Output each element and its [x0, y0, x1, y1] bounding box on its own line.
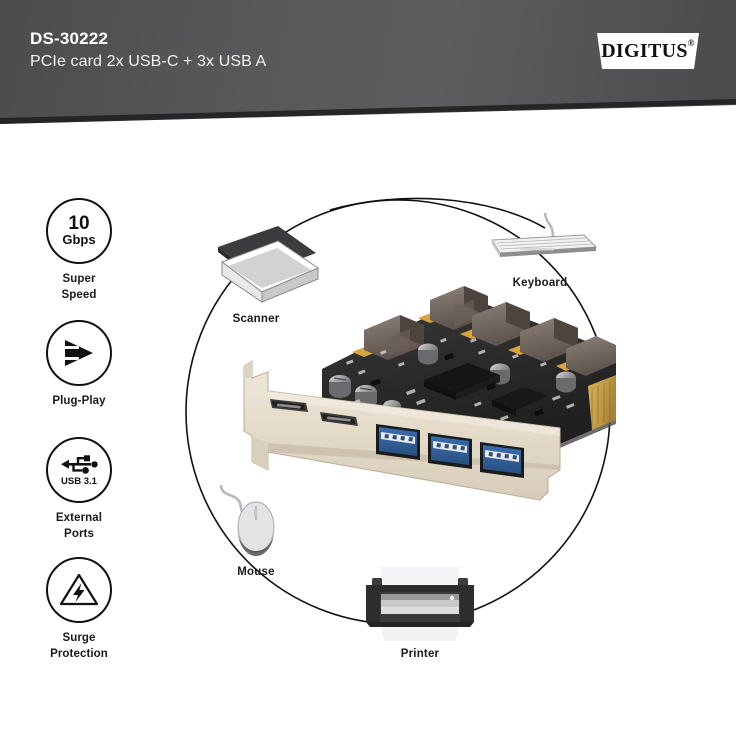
usb-c-port-1 — [270, 399, 308, 412]
surge-warning-glyph — [59, 573, 99, 606]
digitus-logo: DIGITUS® — [597, 33, 699, 69]
usb-c-port-2 — [320, 412, 358, 426]
feature-label-line2: Ports — [64, 527, 94, 540]
connection-ring — [185, 199, 611, 625]
pcb-chips — [424, 363, 548, 416]
mounting-bracket — [243, 360, 561, 501]
feature-label-line1: External — [55, 512, 103, 524]
usb-a-port-1 — [376, 424, 420, 460]
feature-super-speed: 10 Gbps Super Speed — [24, 198, 134, 303]
pcb-smd-dark — [370, 352, 545, 429]
pcb-board — [322, 297, 616, 459]
surge-warning-icon — [46, 557, 112, 623]
plug-play-arrow-icon — [46, 320, 112, 386]
speed-unit: Gbps — [62, 232, 96, 248]
keyboard-body — [491, 212, 598, 257]
printer-body — [366, 567, 474, 641]
feature-label-line1: Plug-Play — [52, 395, 106, 407]
pcb-smd-components — [338, 337, 575, 421]
page-subtitle: PCIe card 2x USB-C + 3x USB A — [30, 53, 267, 70]
printer-label: Printer — [400, 648, 440, 660]
feature-label-line1: Super — [62, 273, 96, 285]
keyboard-label: Keyboard — [512, 277, 568, 289]
scanner-label: Scanner — [232, 313, 280, 325]
mouse-label: Mouse — [237, 566, 275, 578]
feature-label-line1: Surge — [62, 632, 96, 644]
mouse-body — [219, 484, 275, 556]
logo-wordmark: DIGITUS — [601, 40, 688, 62]
pcb-capacitors — [329, 343, 576, 445]
pcie-gold-connector — [588, 375, 616, 430]
feature-external-ports: USB 3.1 External Ports — [24, 437, 134, 542]
feature-surge-protection: Surge Protection — [24, 557, 134, 662]
usb-version-label: USB 3.1 — [61, 476, 97, 488]
usb-a-port-3 — [480, 442, 524, 478]
usb-trident-glyph — [61, 455, 98, 475]
feature-label-super-speed: Super Speed — [24, 272, 134, 303]
connection-arc-top — [329, 197, 546, 229]
page-title: DS-30222 — [30, 29, 109, 48]
feature-label-surge-protection: Surge Protection — [24, 631, 134, 662]
feature-plug-play: Plug-Play — [24, 320, 134, 410]
scanner-body — [218, 226, 320, 303]
feature-label-plug-play: Plug-Play — [24, 394, 134, 410]
pcb-inductors — [352, 286, 616, 376]
feature-label-line2: Protection — [50, 647, 108, 660]
feature-label-line2: Speed — [61, 288, 97, 301]
usb-trident-icon: USB 3.1 — [46, 437, 112, 503]
speed-value: 10 — [68, 213, 90, 235]
usb-a-port-2 — [428, 433, 472, 469]
plug-play-arrow-glyph — [65, 340, 93, 366]
feature-label-external-ports: External Ports — [24, 511, 134, 542]
registered-trademark-icon: ® — [687, 38, 695, 49]
speed-badge-icon: 10 Gbps — [46, 198, 112, 264]
